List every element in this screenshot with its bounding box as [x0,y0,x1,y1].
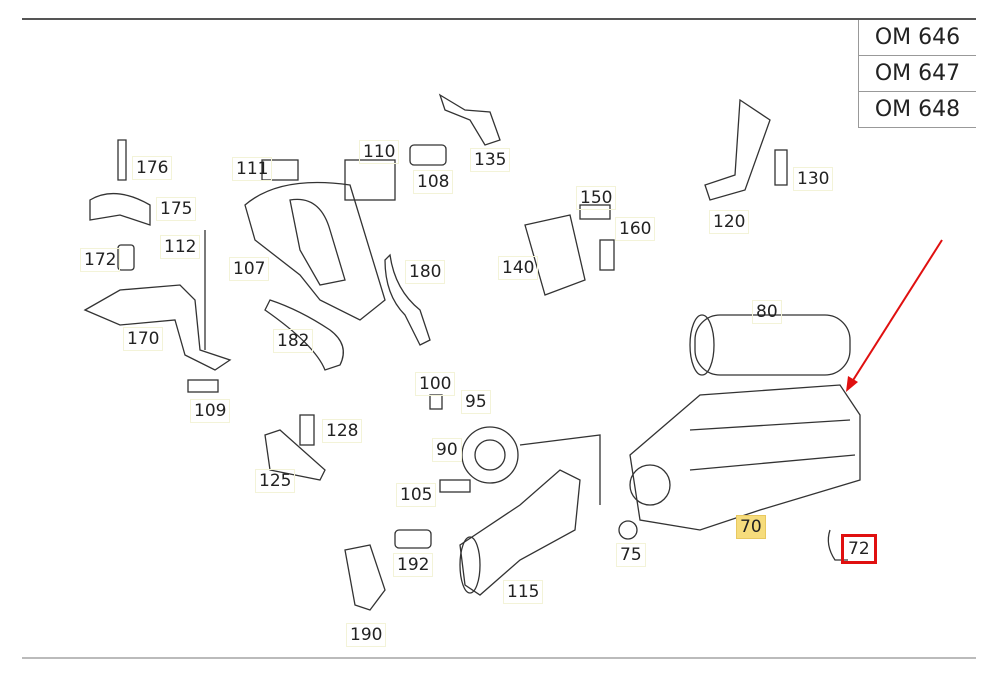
engine-row: OM 646 [859,20,976,56]
part-label[interactable]: 150 [576,186,617,210]
part-label[interactable]: 128 [322,419,363,443]
part-label[interactable]: 80 [752,300,782,324]
part-label[interactable]: 175 [156,197,197,221]
throttle-90 [429,394,519,493]
part-label[interactable]: 100 [415,372,456,396]
part-label[interactable]: 135 [470,148,511,172]
part-label[interactable]: 112 [160,235,201,259]
part-label[interactable]: 107 [229,257,270,281]
part-label[interactable]: 105 [396,483,437,507]
part-label[interactable]: 190 [346,623,387,647]
part-label[interactable]: 176 [132,156,173,180]
part-label[interactable]: 160 [615,217,656,241]
airbox-70 [519,384,861,561]
part-label[interactable]: 115 [503,580,544,604]
part-label[interactable]: 75 [616,543,646,567]
bracket-120 [704,98,788,201]
part-label[interactable]: 90 [432,438,462,462]
part-label-highlighted[interactable]: 70 [736,515,766,539]
duct-115 [459,469,581,596]
part-label[interactable]: 170 [123,327,164,351]
filter-80 [689,314,851,376]
bracket-125 [264,414,326,481]
part-label[interactable]: 140 [498,256,539,280]
part-label[interactable]: 111 [232,157,273,181]
top-divider [22,18,976,20]
housing-107 [244,144,447,371]
engine-row: OM 648 [859,92,976,128]
bracket-190 [344,529,432,611]
bracket-135 [438,93,501,146]
engine-row: OM 647 [859,56,976,92]
bracket-170 [83,139,232,393]
part-label[interactable]: 95 [461,390,491,414]
part-label[interactable]: 130 [793,167,834,191]
part-label-marked[interactable]: 72 [841,534,877,564]
part-label[interactable]: 182 [273,329,314,353]
part-label[interactable]: 180 [405,260,446,284]
part-label[interactable]: 172 [80,248,121,272]
part-label[interactable]: 110 [359,140,400,164]
part-label[interactable]: 108 [413,170,454,194]
part-label[interactable]: 120 [709,210,750,234]
part-label[interactable]: 125 [255,469,296,493]
part-label[interactable]: 192 [393,553,434,577]
engine-table: OM 646 OM 647 OM 648 [858,20,976,128]
part-label[interactable]: 109 [190,399,231,423]
bottom-divider [22,657,976,659]
